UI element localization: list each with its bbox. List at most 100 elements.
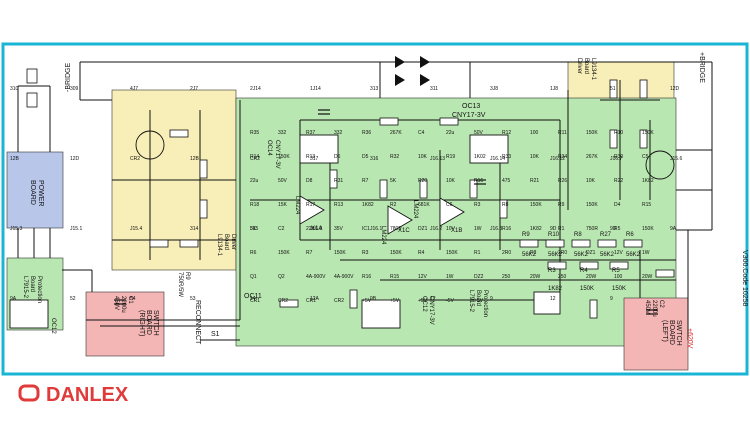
resistor-15 <box>329 169 338 189</box>
mid-resistor-value-1: 150K <box>580 286 594 292</box>
protection-main-label-2: Board <box>475 290 481 306</box>
resistor-14 <box>439 117 459 126</box>
schematic-code-label: V300.Code 10258 <box>741 250 748 307</box>
component-label-35: 5K <box>390 178 397 184</box>
component-label-88: 12V <box>614 250 624 256</box>
component-label-91: Q2 <box>278 274 285 280</box>
component-label-28: R30 <box>614 154 623 160</box>
component-label-41: R26 <box>558 178 567 184</box>
pin-label-13: 12D <box>70 156 80 162</box>
pin-label-1: 309 <box>70 86 79 92</box>
mid-resistor-value-2: 150K <box>612 286 626 292</box>
component-label-84: 2R0 <box>502 250 511 256</box>
resistor-26 <box>589 299 598 319</box>
component-label-53: R3 <box>474 202 481 208</box>
component-label-98: DZ2 <box>474 274 484 280</box>
pin-label-19: J16.13 <box>430 156 445 162</box>
optocoupler-0 <box>299 134 339 164</box>
resistor-21 <box>639 79 648 99</box>
mid-resistor-name-1: R4 <box>580 268 588 274</box>
pin-label-4: 2J14 <box>250 86 261 92</box>
component-label-22: R19 <box>446 154 455 160</box>
opamp-x1b-label: X1B <box>451 228 462 234</box>
component-label-75: R6 <box>250 250 257 256</box>
component-label-99: 250 <box>502 274 511 280</box>
component-label-26: R34 <box>558 154 567 160</box>
component-label-73: R5 <box>614 226 621 232</box>
component-label-59: R15 <box>642 202 651 208</box>
chain-resistor-value-4: 56K2 <box>626 252 641 258</box>
component-label-9: R12 <box>502 130 511 136</box>
component-label-95: R15 <box>390 274 399 280</box>
component-label-76: 150K <box>278 250 290 256</box>
component-label-89: 1W <box>642 250 650 256</box>
resistor-11 <box>579 261 599 270</box>
component-label-39: 475 <box>502 178 511 184</box>
component-label-62: 22u <box>306 226 315 232</box>
c2-value: 2200u <box>651 300 657 317</box>
component-label-74: 150K <box>642 226 654 232</box>
pin-label-12: 12B <box>10 156 20 162</box>
resistor-25 <box>279 299 299 308</box>
resistor-16 <box>379 179 388 199</box>
optocoupler-1 <box>469 134 509 164</box>
component-label-13: R10 <box>614 130 623 136</box>
component-label-65: 7805 <box>390 226 401 232</box>
component-label-51: 681K <box>418 202 430 208</box>
switch-board-right-region <box>85 291 165 357</box>
pin-label-20: J16.14 <box>490 156 505 162</box>
power-board-label-2: BOARD <box>29 180 36 205</box>
resistor-6 <box>545 239 565 248</box>
pin-label-7: 311 <box>430 86 438 92</box>
opamp-1 <box>387 205 413 235</box>
lm224-b-label: LM224 <box>412 200 418 219</box>
pin-label-21: J16.12 <box>550 156 565 162</box>
component-label-93: 4A-900V <box>334 274 354 280</box>
pin-label-43: 12 <box>430 296 436 302</box>
component-label-79: R3 <box>362 250 369 256</box>
component-label-25: 10K <box>530 154 540 160</box>
component-label-90: Q1 <box>250 274 257 280</box>
ic1-regulator-box <box>533 291 561 315</box>
pin-label-3: 2J7 <box>190 86 198 92</box>
r9-label: R9 <box>184 272 190 280</box>
component-label-32: D8 <box>306 178 313 184</box>
component-label-42: 10K <box>586 178 596 184</box>
pin-label-42: 9B <box>370 296 377 302</box>
chain-resistor-value-0: 56K2 <box>522 252 537 258</box>
resistor-20 <box>609 79 618 99</box>
bridge-diode-3 <box>420 74 430 86</box>
chain-resistor-name-3: R27 <box>600 232 612 238</box>
component-label-40: R21 <box>530 178 539 184</box>
s1-label: S1 <box>211 331 220 338</box>
pin-label-39: 53 <box>190 296 196 302</box>
pin-label-2: 4J7 <box>130 86 138 92</box>
pin-label-29: J16.8 <box>310 226 322 232</box>
component-label-44: 1K82 <box>642 178 654 184</box>
component-label-31: 50V <box>278 178 288 184</box>
c2-voltage: 450V <box>644 300 650 314</box>
component-label-64: IC1 <box>362 226 370 232</box>
chain-resistor-name-2: R8 <box>574 232 582 238</box>
resistor-13 <box>379 117 399 126</box>
component-label-34: R7 <box>362 178 369 184</box>
c1-value: 2200u <box>120 296 126 313</box>
component-label-111: +5V <box>418 298 428 304</box>
component-label-4: R36 <box>362 130 371 136</box>
opamp-x1c-label: X1C <box>398 228 410 234</box>
resistor-0 <box>169 129 189 138</box>
transistor-1 <box>645 150 675 180</box>
pin-label-31: J16.2 <box>430 226 442 232</box>
component-label-94: R16 <box>362 274 371 280</box>
resistor-10 <box>547 261 567 270</box>
pin-label-17: 317 <box>310 156 319 162</box>
resistor-27 <box>655 269 675 278</box>
opamp-x1a-label: X1A <box>311 226 322 232</box>
oc12-part-label: CNY17-3V <box>428 296 434 325</box>
component-label-58: D4 <box>614 202 621 208</box>
component-label-55: 150K <box>530 202 542 208</box>
mid-resistor-value-0: 1K82 <box>548 286 563 292</box>
pin-label-0: 310 <box>10 86 19 92</box>
driver-right-label-3: L9134-1 <box>590 58 596 81</box>
brand-name: DANLEX <box>46 384 129 406</box>
